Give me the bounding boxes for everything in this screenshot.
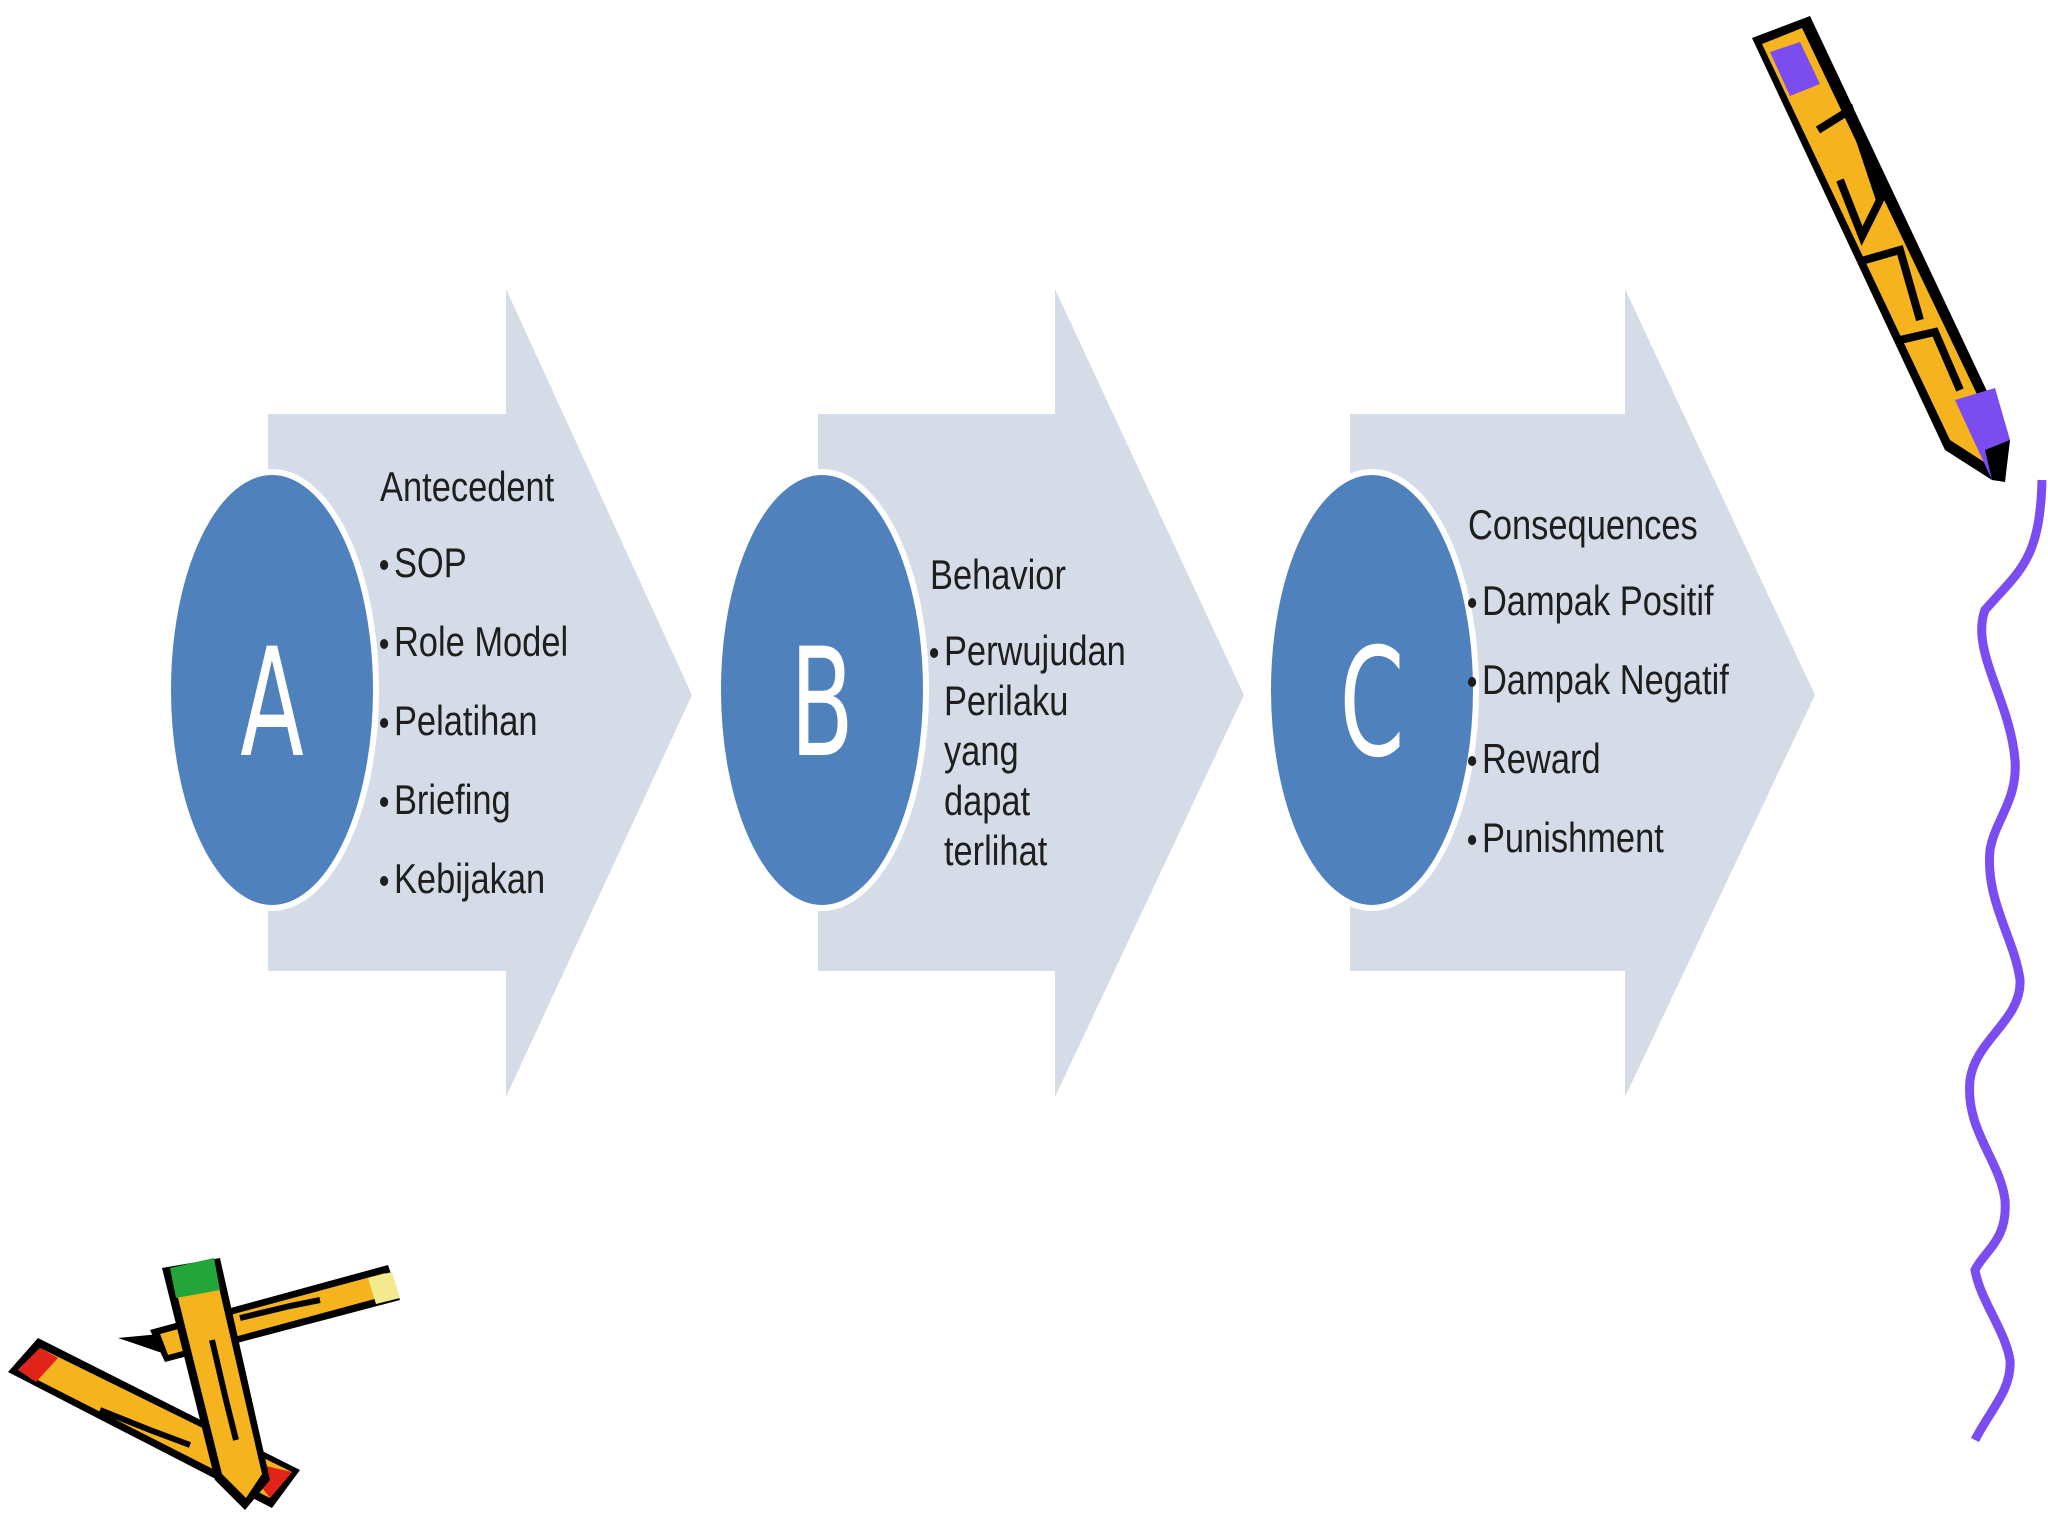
- circle-letter-a: A: [240, 617, 304, 791]
- circle-letter-b: B: [790, 617, 854, 791]
- stage-a-list: SOP Role Model Pelatihan Briefing Kebija…: [380, 538, 609, 904]
- list-item: Dampak Positif: [1468, 576, 1729, 626]
- stage-a-text: Antecedent SOP Role Model Pelatihan Brie…: [380, 462, 609, 933]
- circle-c: C: [1265, 469, 1479, 911]
- stage-c-list: Dampak Positif Dampak Negatif Reward Pun…: [1468, 576, 1786, 863]
- stage-c-text: Consequences Dampak Positif Dampak Negat…: [1468, 500, 1786, 892]
- list-item: Dampak Negatif: [1468, 655, 1729, 705]
- list-item: Kebijakan: [380, 854, 568, 904]
- list-item: Punishment: [1468, 813, 1729, 863]
- list-item: SOP: [380, 538, 568, 588]
- list-item: Briefing: [380, 775, 568, 825]
- list-item: Role Model: [380, 617, 568, 667]
- list-item: Pelatihan: [380, 696, 568, 746]
- pencil-clipart-top-right: [1752, 16, 2010, 482]
- list-item: Perwujudan Perilaku yang dapat terlihat: [930, 626, 1126, 876]
- arrow-shape-c: [1350, 289, 1815, 1097]
- squiggle-line: [1965, 479, 2047, 1443]
- list-item: Reward: [1468, 734, 1729, 784]
- arrow-shape-a: [268, 289, 692, 1097]
- stage-b-list: Perwujudan Perilaku yang dapat terlihat: [930, 626, 1137, 876]
- crossed-pencils-clipart-bottom-left: [8, 1258, 400, 1510]
- circle-a: A: [165, 469, 379, 911]
- stage-b-text: Behavior Perwujudan Perilaku yang dapat …: [930, 550, 1137, 876]
- circle-letter-c: C: [1340, 617, 1405, 791]
- stage-a-heading: Antecedent: [380, 463, 555, 510]
- stage-b-heading: Behavior: [930, 551, 1066, 598]
- circle-b: B: [715, 469, 929, 911]
- stage-c-heading: Consequences: [1468, 501, 1698, 548]
- arrow-shape-b: [818, 289, 1244, 1097]
